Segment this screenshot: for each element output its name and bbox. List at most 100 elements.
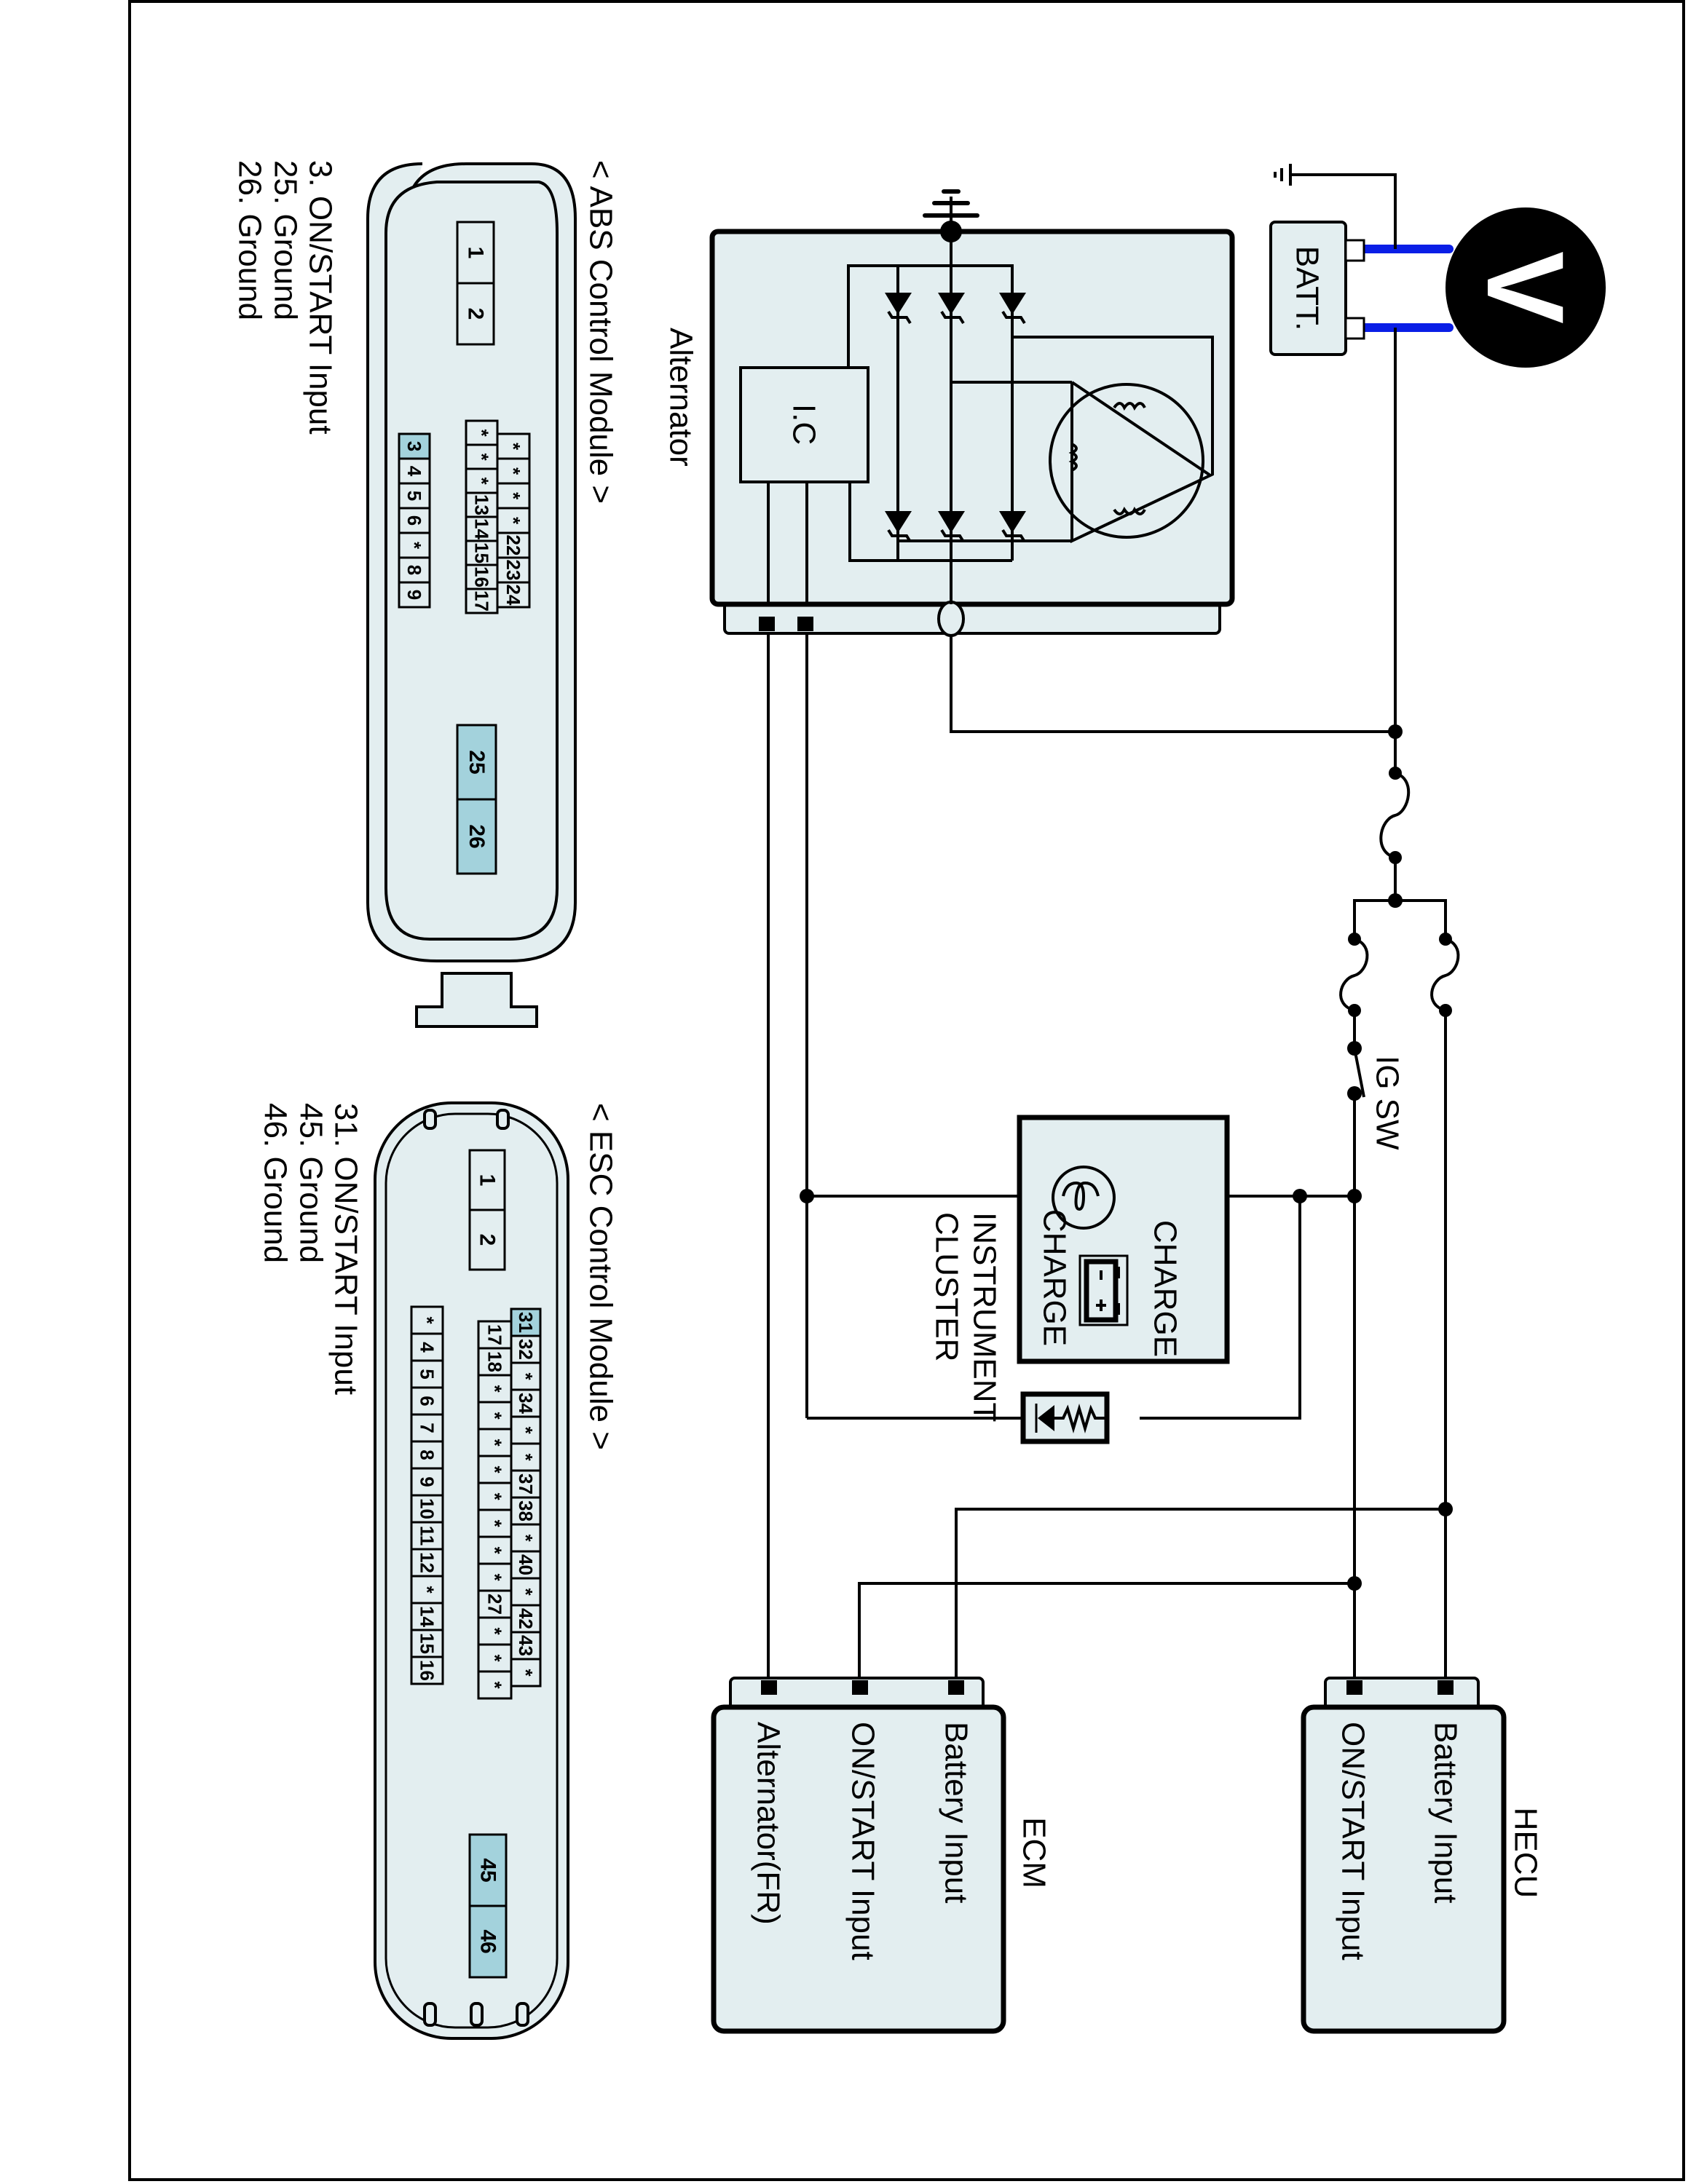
- pin-label: *: [417, 1316, 438, 1324]
- connector-pin: *: [465, 419, 499, 446]
- pin-label: *: [515, 1669, 537, 1677]
- connector-pin: *: [477, 1508, 513, 1538]
- connector-pin: *: [496, 482, 531, 510]
- connector-pin: 12: [410, 1548, 444, 1578]
- ecm-title: ECM: [1017, 1817, 1052, 1888]
- connector-pin: 38: [510, 1496, 542, 1526]
- connector-pin: *: [477, 1428, 513, 1457]
- esc-housing-keys: [423, 1109, 529, 2027]
- pin-cell-highlighted: [468, 1833, 508, 1907]
- pin-cell: [477, 1643, 513, 1673]
- connector-pin: 18: [477, 1347, 513, 1377]
- pin-cell: [477, 1670, 513, 1700]
- pin-cell: [477, 1616, 513, 1646]
- stator-winding-icon: [1049, 381, 1214, 544]
- battery-label: BATT.: [1290, 246, 1325, 331]
- pin-label: *: [484, 1492, 506, 1500]
- connector-pin: *: [477, 1643, 513, 1673]
- connector-pin: *: [510, 1442, 542, 1472]
- connector-pin: 22: [496, 531, 531, 559]
- pin-label: 2: [464, 308, 488, 320]
- pin-label: 10: [417, 1498, 438, 1519]
- pin-label: *: [515, 1426, 537, 1434]
- pin-label: *: [484, 1573, 506, 1581]
- alternator: I.C Alternator: [663, 189, 1235, 637]
- connector-pin: 24: [496, 581, 531, 609]
- pin-label: 37: [515, 1473, 537, 1495]
- pin-label: 9: [417, 1476, 438, 1487]
- rectifier-top-bus: [847, 264, 1014, 561]
- pin-cell: [465, 491, 499, 518]
- connector-pin: *: [477, 1374, 513, 1404]
- resistor-icon: [1054, 1403, 1107, 1434]
- pin-cell-highlighted: [468, 1904, 508, 1979]
- esc-pin-grid: 123132*34**3738*40*4243*1718********27**…: [410, 1149, 542, 1979]
- connector-pin: 13: [465, 491, 499, 518]
- connector-pin: 26: [456, 798, 497, 875]
- battery-pos-terminal: [1344, 317, 1365, 340]
- voltmeter-symbol: V: [1464, 251, 1587, 324]
- rectifier-diodes-lower: [885, 511, 1026, 543]
- pin-label: *: [484, 1439, 506, 1447]
- abs-latch: [415, 972, 538, 1028]
- alternator-ground-icon: [923, 189, 979, 218]
- pin-cell: [468, 1149, 506, 1211]
- pin-label: 8: [417, 1449, 438, 1460]
- pin-label: 26: [465, 824, 489, 848]
- pin-label: 17: [484, 1324, 506, 1345]
- pin-cell: [468, 1208, 506, 1271]
- esc-connector-title: < ESC Control Module >: [583, 1103, 619, 1450]
- connector-pin: *: [510, 1658, 542, 1688]
- connector-pin: 11: [410, 1521, 444, 1551]
- pin-cell-highlighted: [456, 724, 497, 801]
- pin-label: 14: [471, 518, 493, 539]
- connector-pin: 9: [410, 1467, 444, 1497]
- diode-icon: [938, 293, 965, 314]
- pin-label: 27: [484, 1594, 506, 1615]
- pin-label: 15: [471, 542, 493, 563]
- esc-note: 46. Ground: [258, 1103, 293, 1263]
- connector-pin: 1: [468, 1149, 506, 1211]
- instrument-cluster: CHARGE CHARGE INSTRUMENT CLUSTER: [929, 1115, 1230, 1422]
- pin-cell: [465, 539, 499, 566]
- pin-label: 25: [465, 750, 489, 774]
- connector-pin: 34: [510, 1388, 542, 1418]
- hecu-pin: [1437, 1680, 1454, 1695]
- connector-pin: 15: [465, 539, 499, 566]
- alternator-b-terminal: [937, 601, 965, 637]
- page-frame: [128, 0, 1685, 2181]
- ic-label: I.C: [786, 404, 822, 445]
- pin-label: *: [417, 1586, 438, 1594]
- pin-label: 5: [403, 491, 425, 501]
- voltage-regulator-ic: [739, 366, 869, 483]
- diode-icon: [885, 511, 912, 533]
- diode-icon: [885, 293, 912, 314]
- pin-cell: [410, 1521, 444, 1551]
- ecm-pin: [852, 1680, 868, 1695]
- hecu-pin-label: ON/START Input: [1336, 1722, 1371, 1961]
- pin-label: 1: [464, 247, 488, 259]
- ecm-pin: [761, 1680, 777, 1695]
- pin-label: 4: [403, 466, 425, 477]
- pin-label: 7: [417, 1423, 438, 1433]
- connector-pin: 42: [510, 1604, 542, 1634]
- pin-label: 12: [417, 1552, 438, 1573]
- connector-pin: *: [496, 507, 531, 534]
- connector-pin: 7: [410, 1413, 444, 1443]
- connector-pin: 6: [410, 1386, 444, 1416]
- pin-label: *: [484, 1519, 506, 1527]
- connector-pin: *: [510, 1361, 542, 1391]
- pin-label: *: [502, 443, 524, 451]
- abs-connector: < ABS Control Module > 3. ON/START Input…: [232, 160, 619, 1028]
- pin-label: 6: [417, 1396, 438, 1406]
- voltmeter-icon: [1446, 207, 1606, 368]
- pin-cell: [510, 1388, 542, 1418]
- ecm-pin-label: Battery Input: [939, 1722, 974, 1903]
- pin-label: 8: [403, 565, 425, 575]
- connector-pin: 8: [410, 1440, 444, 1470]
- alternator-b-wire: [950, 633, 1395, 733]
- pin-label: 24: [502, 585, 524, 606]
- connector-pin: *: [477, 1562, 513, 1592]
- pin-label: 40: [515, 1554, 537, 1575]
